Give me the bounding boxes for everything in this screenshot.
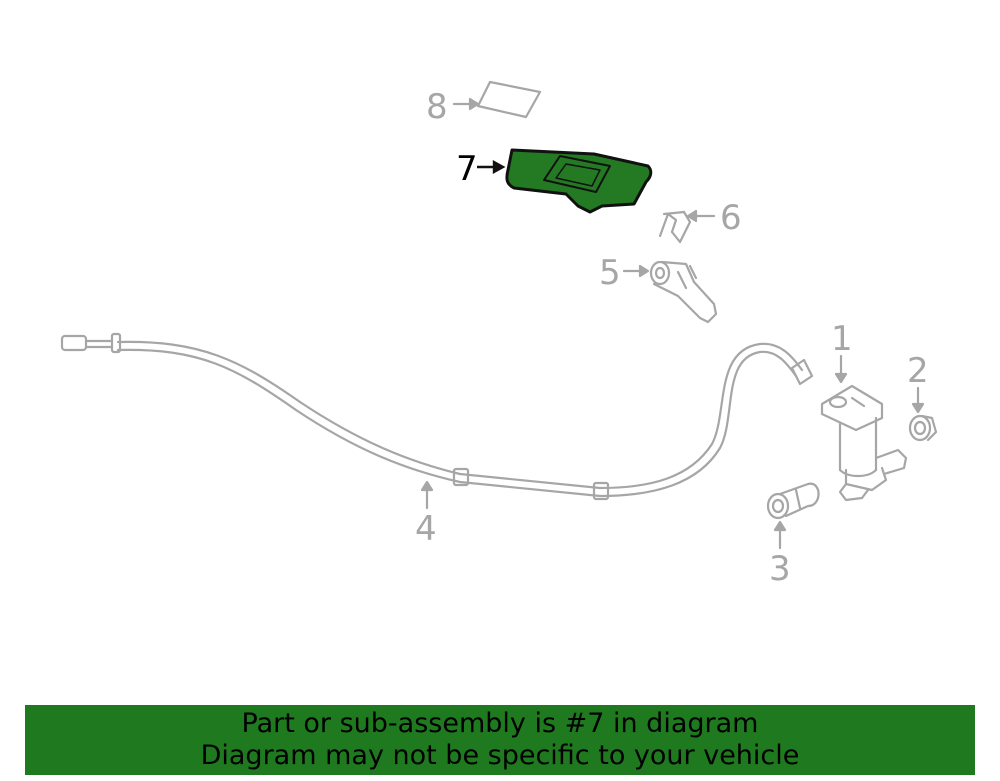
part-7-cover-highlighted xyxy=(505,148,653,214)
arrow-1 xyxy=(834,354,848,384)
part-6-clip-shape xyxy=(658,210,692,244)
banner-line-part-number: Part or sub-assembly is #7 in diagram xyxy=(241,708,759,739)
part-5-connector-shape xyxy=(649,260,718,324)
callout-1: 1 xyxy=(831,319,853,359)
arrow-4 xyxy=(420,480,434,510)
callout-8: 8 xyxy=(426,87,448,127)
callout-5: 5 xyxy=(599,253,621,293)
part-1-pump-shape xyxy=(820,384,908,502)
parts-diagram: 8 7 6 5 1 2 4 3 xyxy=(60,80,938,589)
callout-3: 3 xyxy=(769,549,791,589)
arrow-5 xyxy=(622,264,650,278)
part-2-grommet-shape xyxy=(908,414,938,442)
callout-7: 7 xyxy=(456,149,478,189)
arrow-6 xyxy=(686,209,716,223)
part-3-seal-shape xyxy=(766,482,820,520)
part-4-hose-shape xyxy=(60,332,814,501)
info-banner: Part or sub-assembly is #7 in diagram Di… xyxy=(25,705,975,775)
callout-4: 4 xyxy=(415,509,437,549)
part-8-label-shape xyxy=(476,80,542,119)
arrow-8 xyxy=(452,97,480,111)
callout-2: 2 xyxy=(907,351,929,391)
arrow-2 xyxy=(911,386,925,414)
arrow-7 xyxy=(477,159,506,175)
banner-line-disclaimer: Diagram may not be specific to your vehi… xyxy=(200,740,800,771)
callout-6: 6 xyxy=(720,198,742,238)
arrow-3 xyxy=(773,520,787,550)
